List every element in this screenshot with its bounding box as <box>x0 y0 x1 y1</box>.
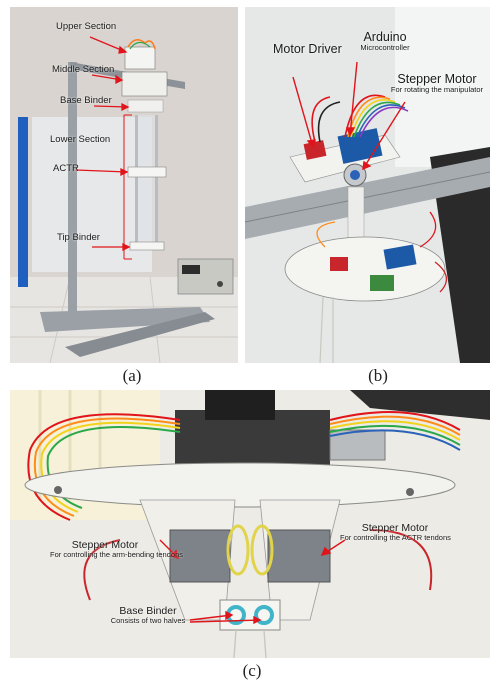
caption-c: (c) <box>242 661 262 680</box>
label-base-binder-c-title: Base Binder <box>119 605 177 617</box>
label-stepper-motor-left-title: Stepper Motor <box>71 539 139 551</box>
label-arduino: Arduino Microcontroller <box>345 30 425 53</box>
photo-a-scene <box>10 7 238 363</box>
label-actr: ACTR <box>53 163 79 174</box>
photo-b-scene <box>245 7 490 363</box>
label-stepper-motor-left-sub: For controlling the arm-bending tendons <box>50 550 183 560</box>
label-stepper-motor-right: Stepper Motor For controlling the ACTR t… <box>340 522 451 543</box>
top-disk <box>24 462 456 508</box>
stepper-motor-right <box>267 529 331 583</box>
label-arduino-title: Arduino <box>363 30 407 44</box>
frame-post <box>68 62 77 312</box>
label-motor-driver: Motor Driver <box>273 42 342 56</box>
label-stepper-motor-b-title: Stepper Motor <box>397 72 477 86</box>
photo-panel-a: Upper Section Middle Section Base Binder… <box>10 7 238 363</box>
label-stepper-motor-b: Stepper Motor For rotating the manipulat… <box>385 72 489 95</box>
label-base-binder: Base Binder <box>60 95 112 106</box>
power-supply <box>177 258 234 295</box>
label-base-binder-c: Base Binder Consists of two halves <box>100 605 196 626</box>
photo-panel-b: Motor Driver Arduino Microcontroller Ste… <box>245 7 490 363</box>
caption-b: (b) <box>368 366 388 385</box>
label-middle-section: Middle Section <box>52 64 115 75</box>
label-stepper-motor-right-sub: For controlling the ACTR tendons <box>340 533 451 543</box>
label-lower-section: Lower Section <box>50 134 111 145</box>
label-stepper-motor-left: Stepper Motor For controlling the arm-be… <box>50 539 183 560</box>
label-arduino-sub: Microcontroller <box>360 43 410 53</box>
stepper-motor-left <box>169 529 231 583</box>
label-tip-binder: Tip Binder <box>57 232 100 243</box>
photo-c-scene <box>10 390 490 658</box>
motor-driver-board <box>303 140 327 160</box>
label-stepper-motor-right-title: Stepper Motor <box>361 522 429 534</box>
caption-a: (a) <box>122 366 142 385</box>
label-base-binder-c-sub: Consists of two halves <box>110 616 186 626</box>
frame-beam-b <box>245 157 490 239</box>
photo-panel-c: Stepper Motor For controlling the arm-be… <box>10 390 490 658</box>
label-stepper-motor-b-sub: For rotating the manipulator <box>390 85 484 95</box>
blue-board <box>18 117 28 287</box>
label-upper-section: Upper Section <box>56 21 117 32</box>
